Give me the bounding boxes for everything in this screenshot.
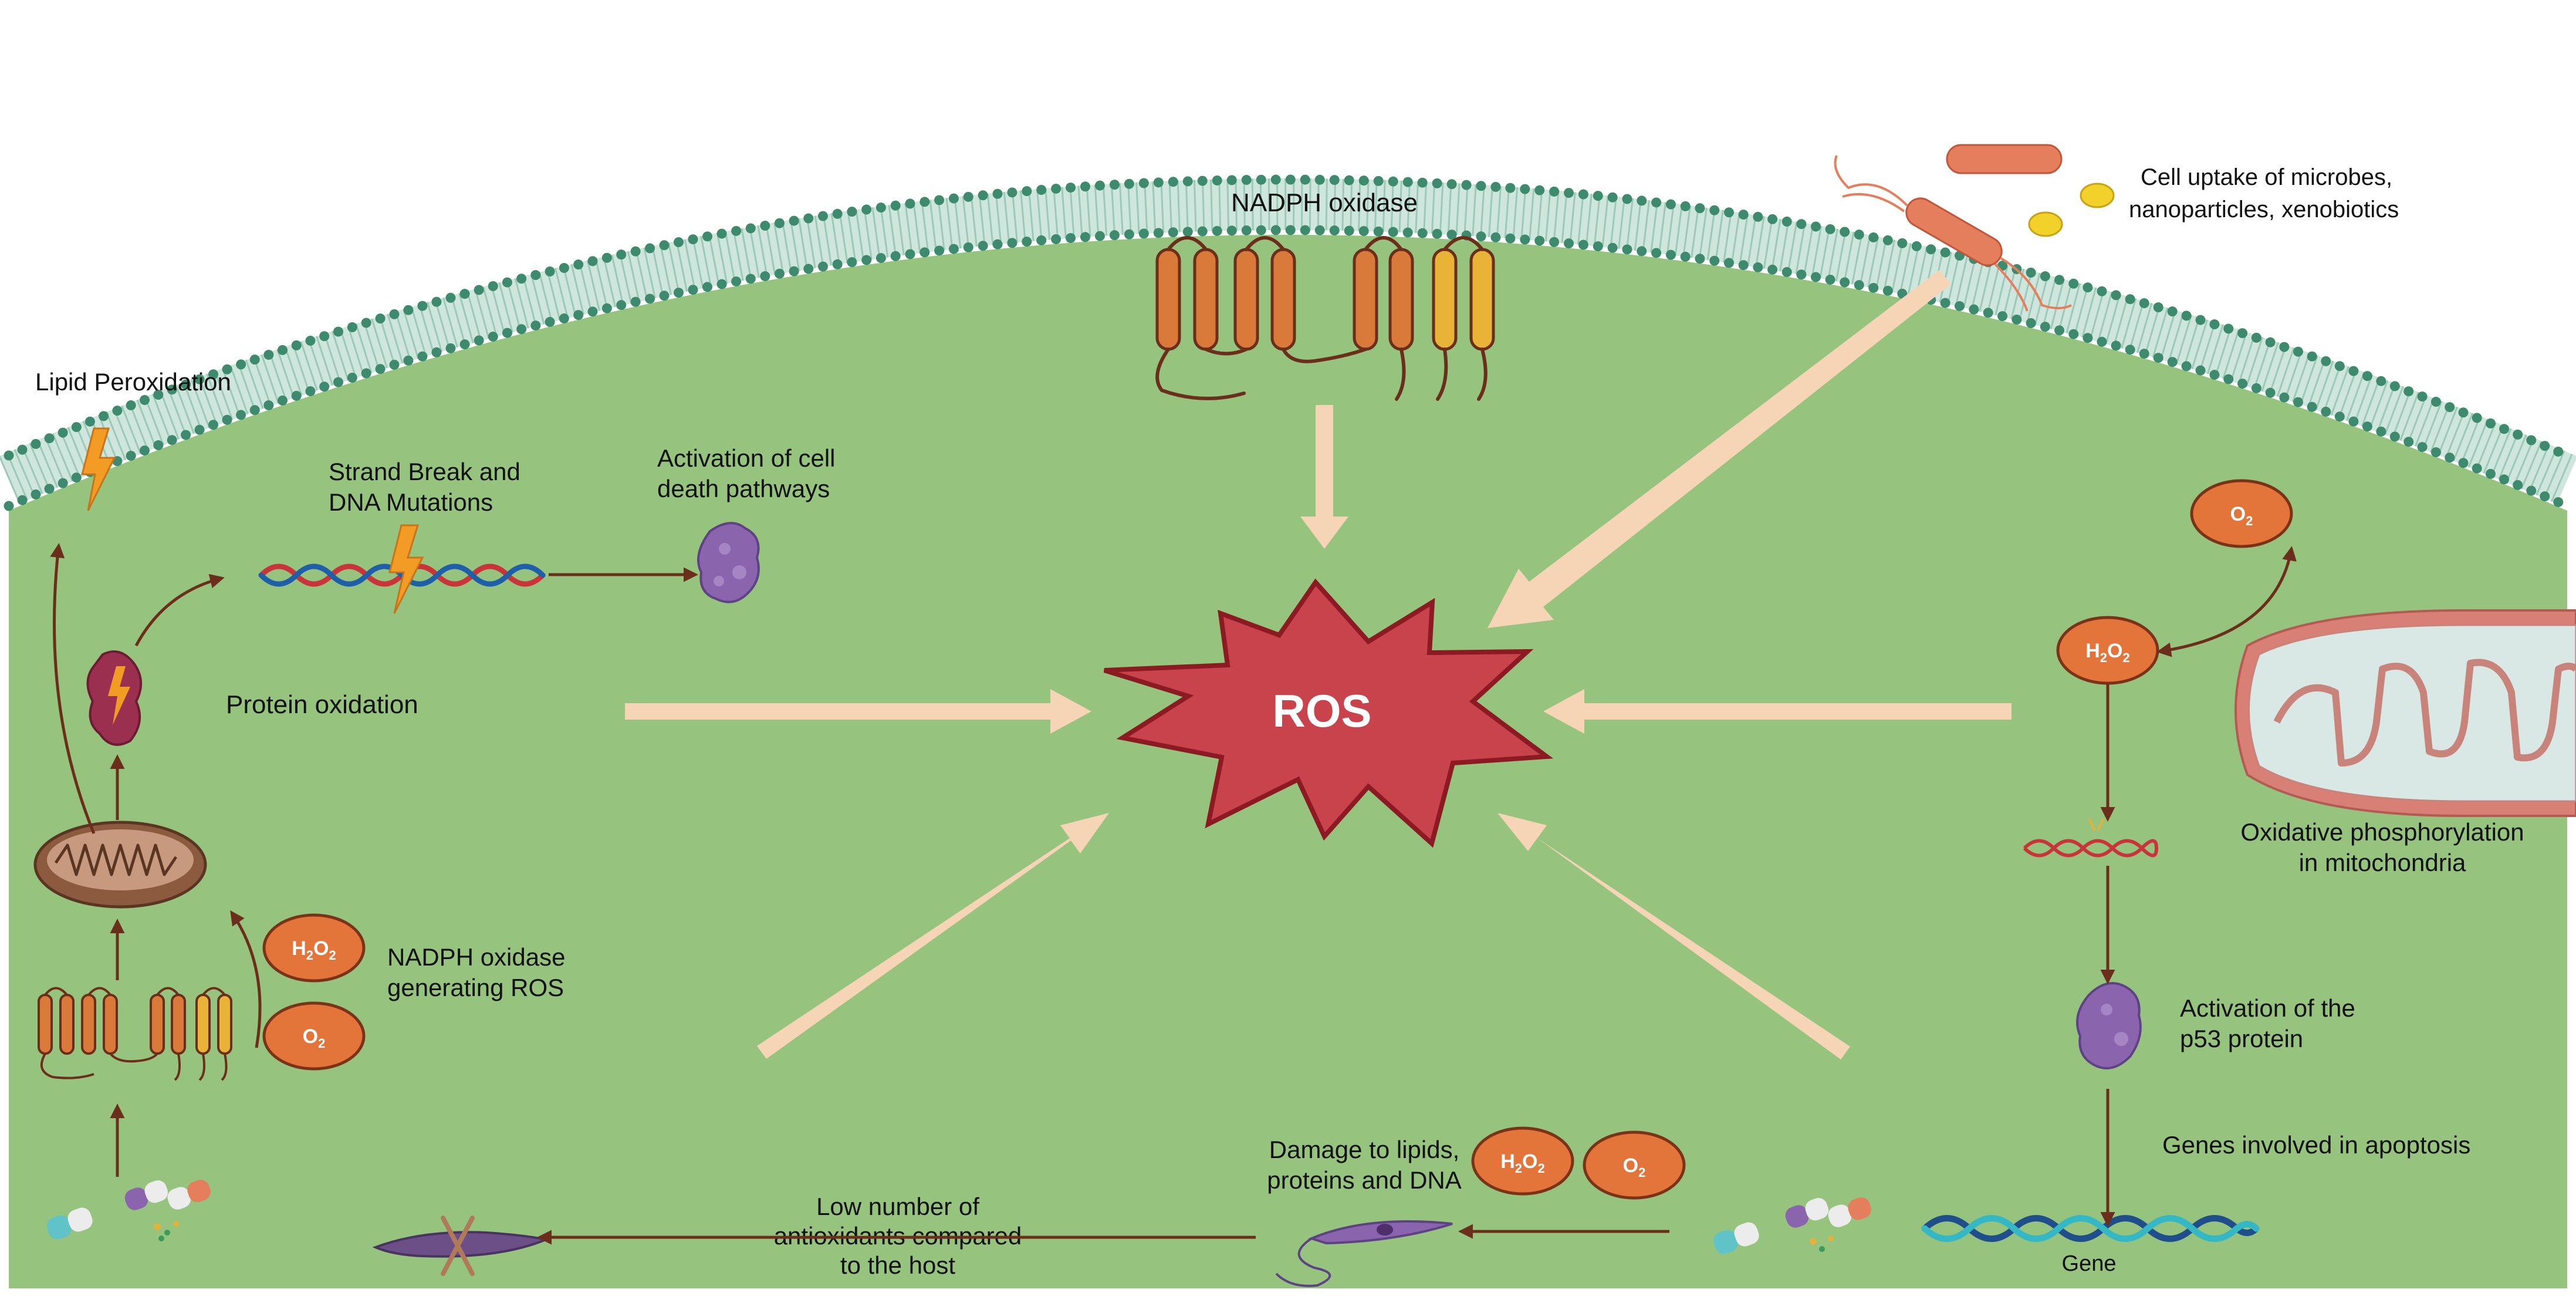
- arrow-right-to-ros: [1543, 689, 2012, 734]
- oxphos-label-line1: Oxidative phosphorylation: [2240, 818, 2524, 846]
- bottom-pathway-arrows: [537, 1224, 1669, 1245]
- nadph-oxidase-top-label: NADPH oxidase: [1231, 188, 1418, 217]
- dna-strand-icon: [258, 563, 546, 587]
- p53-label-line1: Activation of the: [2180, 994, 2355, 1022]
- bacteria-icon: [1834, 144, 2072, 312]
- arrow-left-to-ros: [625, 689, 1091, 734]
- h2o2-pill-bottom: H2O2: [1471, 1126, 1574, 1196]
- uptake-label-line2: nanoparticles, xenobiotics: [2129, 197, 2399, 222]
- mitochondrion-icon-right: [2234, 609, 2576, 817]
- cell-death-label-line2: death pathways: [657, 475, 830, 502]
- arrow-bottomright-to-ros: [1497, 813, 1850, 1059]
- svg-text:O2: O2: [2230, 503, 2253, 528]
- oxphos-label-line2: in mitochondria: [2299, 849, 2466, 876]
- svg-text:H2O2: H2O2: [2085, 640, 2130, 665]
- protein-oxidation-label: Protein oxidation: [226, 690, 418, 719]
- cell-membrane: [0, 174, 2576, 511]
- o2-pill-left: O2: [262, 1001, 366, 1071]
- damaged-dna-icon: [2023, 818, 2158, 858]
- lightning-icon-dna: [388, 524, 424, 614]
- gene-label: Gene: [2062, 1251, 2117, 1276]
- svg-text:H2O2: H2O2: [1500, 1150, 1545, 1176]
- lipid-peroxidation-label: Lipid Peroxidation: [35, 368, 231, 396]
- svg-text:O2: O2: [1623, 1155, 1646, 1180]
- svg-text:H2O2: H2O2: [292, 937, 336, 963]
- svg-text:O2: O2: [303, 1025, 326, 1051]
- arrow-nadph-to-ros: [1300, 405, 1348, 549]
- damage-label-line2: proteins and DNA: [1267, 1166, 1462, 1194]
- antioxidants-label-line3: to the host: [840, 1251, 955, 1279]
- lightning-icon-lipid: [81, 427, 116, 511]
- p53-label-line2: p53 protein: [2180, 1025, 2303, 1052]
- right-pathway-arrows: [2100, 546, 2297, 1227]
- left-pathway-arrows: [50, 543, 698, 1177]
- ros-input-arrows: [625, 270, 2012, 1059]
- o2-pill-bottom: O2: [1583, 1130, 1686, 1200]
- nadph-left-label-line2: generating ROS: [387, 974, 564, 1001]
- damage-label-line1: Damage to lipids,: [1269, 1136, 1460, 1163]
- o2-pill-right: O2: [2190, 479, 2293, 548]
- uptake-label-line1: Cell uptake of microbes,: [2141, 164, 2392, 190]
- nadph-oxidase-membrane-complex: [1155, 236, 1495, 401]
- oxidized-protein-icon: [86, 650, 143, 746]
- apoptosis-genes-label: Genes involved in apoptosis: [2162, 1131, 2470, 1159]
- nadph-oxidase-icon-left: [38, 987, 232, 1081]
- ros-label: ROS: [1272, 685, 1371, 737]
- arrow-bottomleft-to-ros: [757, 813, 1109, 1059]
- antioxidants-label-line1: Low number of: [816, 1193, 979, 1220]
- p53-protein-icon: [2076, 982, 2142, 1069]
- nadph-left-label-line1: NADPH oxidase: [387, 943, 565, 971]
- drugs-icon-left: [46, 1179, 211, 1241]
- h2o2-pill-left: H2O2: [262, 913, 366, 983]
- nanoparticle-icon: [2028, 183, 2115, 237]
- arrow-uptake-to-ros: [1488, 270, 1951, 628]
- drugs-icon-bottom: [1713, 1197, 1871, 1254]
- h2o2-pill-right: H2O2: [2056, 616, 2159, 685]
- cell-death-label-line1: Activation of cell: [657, 444, 835, 472]
- mitochondrion-icon-left: [33, 821, 207, 909]
- strand-break-label-line1: Strand Break and: [329, 458, 520, 485]
- ros-starburst: [1103, 578, 1554, 848]
- strand-break-label-line2: DNA Mutations: [329, 488, 493, 516]
- gene-dna-icon: [1921, 1215, 2260, 1242]
- cell-death-protein-icon: [697, 522, 760, 603]
- dead-parasite-icon: [372, 1216, 550, 1276]
- parasite-icon: [1275, 1220, 1453, 1287]
